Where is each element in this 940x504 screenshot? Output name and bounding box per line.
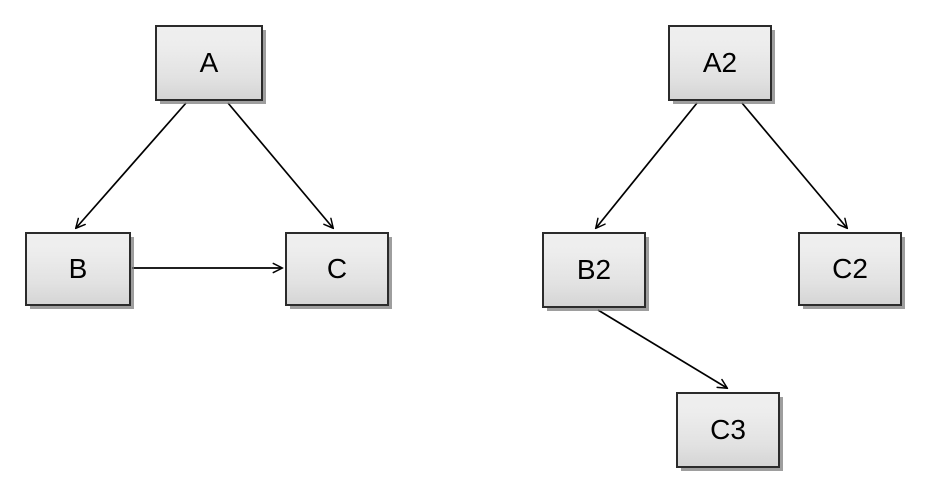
node-b[interactable]: B [25, 232, 131, 306]
node-c[interactable]: C [285, 232, 389, 306]
node-c2[interactable]: C2 [798, 232, 902, 306]
edge-a-to-c[interactable] [227, 102, 333, 228]
node-a[interactable]: A [155, 25, 263, 101]
node-c3[interactable]: C3 [676, 392, 780, 468]
node-label-a: A [199, 47, 219, 78]
node-label-c: C [326, 253, 348, 284]
node-label-c2: C2 [832, 253, 868, 284]
node-label-b: B [68, 253, 88, 284]
node-b2[interactable]: B2 [542, 232, 646, 308]
node-label-b2: B2 [576, 254, 612, 285]
edge-a2-to-b2[interactable] [596, 102, 698, 228]
node-a2[interactable]: A2 [668, 25, 772, 101]
edge-a-to-b[interactable] [76, 102, 187, 228]
edge-a2-to-c2[interactable] [741, 102, 847, 228]
edge-b2-to-c3[interactable] [597, 309, 727, 388]
node-label-a2: A2 [702, 47, 738, 78]
node-label-c3: C3 [710, 414, 746, 445]
